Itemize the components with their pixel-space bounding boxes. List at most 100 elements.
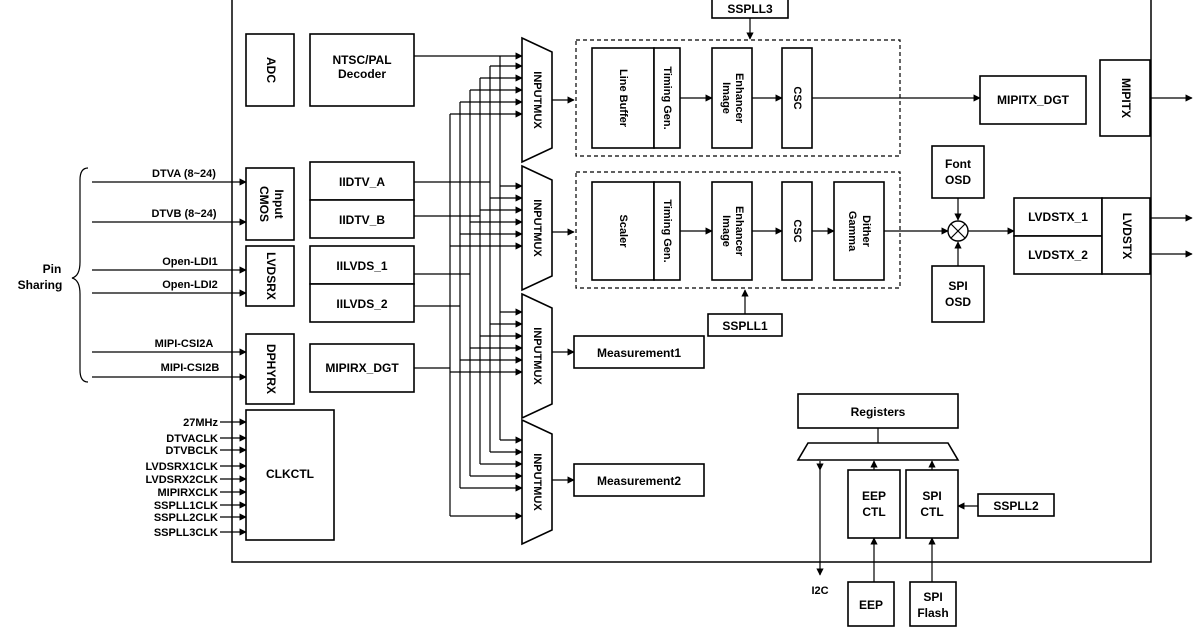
spi-osd-block xyxy=(931,265,985,323)
register-bus-mux xyxy=(796,442,960,461)
i2c-label: I2C xyxy=(811,585,828,597)
lvdstx-label: LVDSTX xyxy=(1120,213,1134,259)
spi-ctl-line2: CTL xyxy=(920,505,943,519)
iidtv-b-block xyxy=(309,199,415,239)
registers-block xyxy=(797,393,959,429)
clock-dtvbclk: DTVBCLK xyxy=(165,445,218,457)
ntsc-pal-decoder-block xyxy=(309,33,415,107)
pin-sharing-brace xyxy=(71,167,89,383)
clock-27mhz: 27MHz xyxy=(183,417,218,429)
adc-label: ADC xyxy=(264,57,278,83)
iidtv-a-label: IIDTV_A xyxy=(339,175,385,189)
measurement2-label: Measurement2 xyxy=(597,474,681,488)
pin-sharing-label-line1: Pin xyxy=(43,262,62,276)
spi-osd-line2: OSD xyxy=(945,295,971,309)
dphyrx-block xyxy=(245,333,295,405)
lvdsrx-label: LVDSRX xyxy=(264,252,278,300)
mipitx-dgt-block xyxy=(979,75,1087,125)
input-mux-1-label: INPUTMUX xyxy=(531,71,543,129)
pin-mipi-csi2a: MIPI-CSI2A xyxy=(155,338,214,350)
lvdstx-1-label: LVDSTX_1 xyxy=(1028,210,1088,224)
input-mux-3-label: INPUTMUX xyxy=(531,327,543,385)
line-buffer-label: Line Buffer xyxy=(617,69,629,128)
spi-flash-line1: SPI xyxy=(923,590,942,604)
spi-flash-block xyxy=(909,581,957,627)
font-osd-line2: OSD xyxy=(945,173,971,187)
iilvds-1-label: IILVDS_1 xyxy=(336,259,387,273)
csc-2-label: CSC xyxy=(791,219,803,242)
font-osd-line1: Font xyxy=(945,157,971,171)
image-enhancer-1-line1: Image xyxy=(720,82,732,114)
mipirx-dgt-block xyxy=(309,343,415,393)
eep-label: EEP xyxy=(859,598,883,612)
clock-sspll1clk: SSPLL1CLK xyxy=(154,500,218,512)
clock-lvdsrx1clk: LVDSRX1CLK xyxy=(145,461,218,473)
image-enhancer-1-block xyxy=(711,47,753,149)
csc-1-label: CSC xyxy=(791,86,803,109)
sspll1-label: SSPLL1 xyxy=(722,319,768,333)
lvdstx-block xyxy=(1101,197,1151,275)
input-mux-3 xyxy=(521,292,553,420)
sspll2-block xyxy=(977,493,1055,517)
pin-sharing-label-line2: Sharing xyxy=(18,278,63,292)
measurement1-label: Measurement1 xyxy=(597,346,681,360)
csc-2-block xyxy=(781,181,813,281)
clock-inputs: 27MHz DTVACLK DTVBCLK LVDSRX1CLK LVDSRX2… xyxy=(145,417,247,539)
eep-ctl-block xyxy=(847,469,901,539)
image-enhancer-2-line2: Enhancer xyxy=(733,206,745,257)
mipitx-dgt-label: MIPITX_DGT xyxy=(997,93,1070,107)
input-mux-2 xyxy=(521,164,553,292)
mipitx-block xyxy=(1099,59,1151,137)
pipeline-2-frame xyxy=(575,171,901,289)
iidtv-b-label: IIDTV_B xyxy=(339,213,385,227)
measurement2-block xyxy=(573,463,705,497)
image-enhancer-1-line2: Enhancer xyxy=(733,73,745,124)
clock-mipirxclk: MIPIRXCLK xyxy=(158,487,219,499)
eep-block xyxy=(847,581,895,627)
clock-lvdsrx2clk: LVDSRX2CLK xyxy=(145,474,218,486)
scaler-label: Scaler xyxy=(617,214,629,248)
clock-dtvaclk: DTVACLK xyxy=(166,433,218,445)
input-mux-1 xyxy=(521,36,553,164)
mipirx-dgt-label: MIPIRX_DGT xyxy=(325,361,399,375)
mipitx-label: MIPITX xyxy=(1119,78,1133,118)
input-bus xyxy=(414,52,523,520)
clock-sspll3clk: SSPLL3CLK xyxy=(154,527,218,539)
clkctl-label: CLKCTL xyxy=(266,467,314,481)
font-osd-block xyxy=(931,145,985,199)
iilvds-2-label: IILVDS_2 xyxy=(336,297,387,311)
dphyrx-label: DPHYRX xyxy=(264,344,278,394)
sspll3-label: SSPLL3 xyxy=(727,2,773,16)
clkctl-block xyxy=(245,409,335,541)
ntsc-pal-label-line2: Decoder xyxy=(338,67,386,81)
cmos-input-block xyxy=(245,167,295,241)
input-mux-2-label: INPUTMUX xyxy=(531,199,543,257)
spi-ctl-block xyxy=(905,469,959,539)
ntsc-pal-label-line1: NTSC/PAL xyxy=(332,53,391,67)
adc-block xyxy=(245,33,295,107)
gamma-dither-line2: Dither xyxy=(860,215,872,248)
input-mux-4-label: INPUTMUX xyxy=(531,453,543,511)
lvdstx-1-block xyxy=(1013,197,1103,237)
measurement1-block xyxy=(573,335,705,369)
gamma-dither-line1: Gamma xyxy=(846,211,858,252)
spi-ctl-line1: SPI xyxy=(922,489,941,503)
iilvds-2-block xyxy=(309,283,415,323)
lvdstx-2-block xyxy=(1013,235,1103,275)
lvdsrx-block xyxy=(245,245,295,307)
eep-ctl-line1: EEP xyxy=(862,489,886,503)
cmos-input-label-line2: Input xyxy=(272,189,286,218)
spi-flash-line2: Flash xyxy=(917,606,948,620)
pin-mipi-csi2b: MIPI-CSI2B xyxy=(161,362,220,374)
input-mux-4 xyxy=(521,418,553,546)
timing-gen-2-label: Timing Gen. xyxy=(661,199,673,262)
lvdstx-2-label: LVDSTX_2 xyxy=(1028,248,1088,262)
sspll2-label: SSPLL2 xyxy=(993,499,1039,513)
clock-sspll2clk: SSPLL2CLK xyxy=(154,512,218,524)
eep-ctl-line2: CTL xyxy=(862,505,885,519)
timing-gen-1-block xyxy=(653,47,681,149)
spi-osd-line1: SPI xyxy=(948,279,967,293)
image-enhancer-2-line1: Image xyxy=(720,215,732,247)
pin-open-ldi1: Open-LDI1 xyxy=(162,256,218,268)
